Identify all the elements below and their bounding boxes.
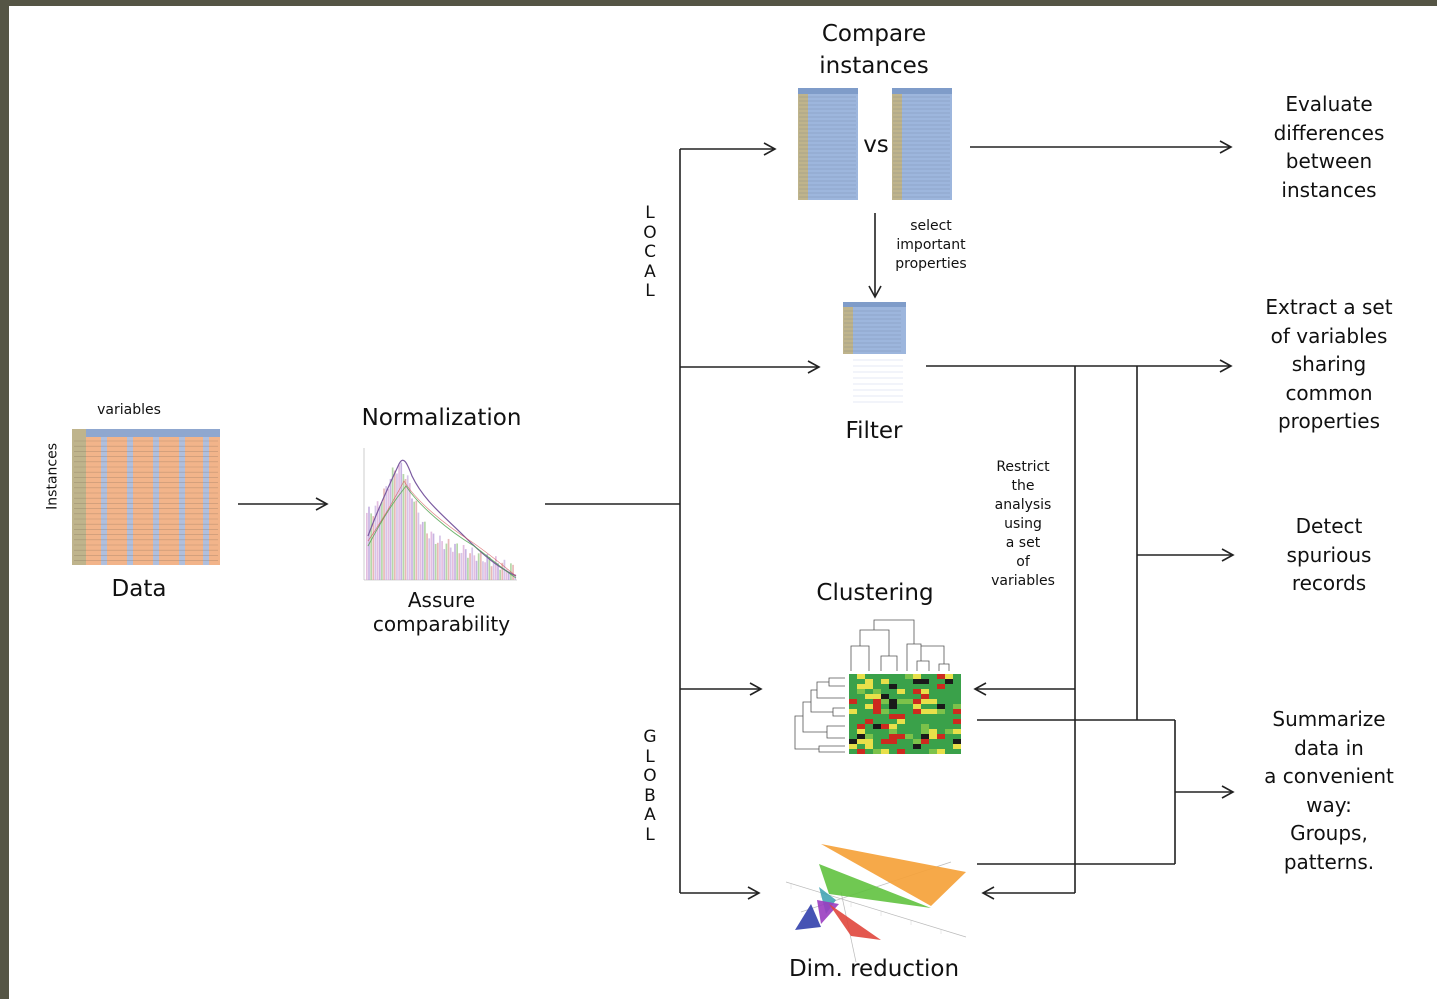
compare-title-line1: Compare [821, 21, 927, 47]
local-letter: O [643, 222, 657, 243]
restrict-note-line: using [1004, 516, 1042, 532]
outcome-summarize-line: Groups, [1290, 821, 1368, 845]
global-letter: B [644, 785, 656, 806]
plane-teal [819, 887, 836, 914]
connector-lines [238, 140, 1235, 900]
plane-blue [795, 904, 821, 930]
compare-title-line2: instances [819, 53, 929, 79]
outcome-summarize-line: patterns. [1283, 849, 1375, 874]
outcome-detect-line: Detect [1295, 514, 1363, 538]
outcome-evaluate: Evaluate differences between instances [1232, 90, 1426, 204]
clustering-heatmap [794, 619, 961, 754]
vs-label: vs [863, 132, 889, 158]
restrict-note-line: Restrict [996, 459, 1050, 475]
outcome-summarize-line: a convenient [1264, 764, 1394, 788]
global-label: G L O B A L [640, 727, 660, 845]
plane-green [819, 864, 931, 908]
clustering-title: Clustering [816, 580, 934, 606]
compare-table-left [798, 88, 858, 200]
filter-title: Filter [845, 418, 903, 444]
restrict-note: Restrict the analysis using a set of var… [973, 458, 1073, 591]
outcome-detect: Detect spurious records [1232, 512, 1426, 598]
restrict-note-line: of [1016, 554, 1030, 570]
instances-label: Instances [44, 442, 61, 510]
variables-label: variables [97, 402, 161, 418]
outcome-summarize: Summarize data in a convenient way: Grou… [1232, 705, 1426, 876]
outcome-evaluate-line: Evaluate [1285, 92, 1373, 116]
outcome-summarize-line: way: [1306, 792, 1352, 817]
local-letter: A [644, 261, 656, 282]
select-note-line1: select [910, 218, 952, 234]
data-table-thumbnail [72, 429, 220, 565]
global-letter: A [644, 805, 656, 825]
restrict-note-line: the [1011, 478, 1035, 494]
restrict-note-line: analysis [994, 497, 1052, 513]
plane-red [829, 904, 881, 940]
filter-table-thumbnail [843, 302, 906, 403]
outcome-extract-line: properties [1277, 409, 1381, 433]
normalization-caption-line2: comparability [372, 612, 511, 636]
local-letter: C [644, 242, 656, 262]
select-note-line3: properties [895, 256, 967, 272]
outcome-evaluate-line: between [1285, 149, 1373, 173]
local-letter: L [645, 203, 655, 223]
restrict-note-line: a set [1005, 535, 1041, 551]
data-title: Data [111, 576, 167, 602]
local-label: L O C A L [640, 203, 660, 302]
normalization-plot [363, 448, 517, 581]
outcome-extract-line: Extract a set [1265, 295, 1393, 319]
outcome-summarize-line: Summarize [1272, 707, 1386, 731]
restrict-note-line: variables [991, 573, 1055, 589]
global-letter: O [643, 766, 657, 786]
outcome-summarize-line: data in [1294, 735, 1364, 760]
outcome-evaluate-line: differences [1273, 120, 1385, 145]
plane-orange [821, 844, 966, 906]
outcome-extract-line: sharing [1291, 352, 1367, 376]
outcome-extract-line: common [1285, 380, 1373, 405]
plane-purple [817, 900, 839, 924]
global-letter: L [645, 746, 655, 767]
diagram-canvas: variables Instances Data Normalization A… [9, 6, 1437, 999]
outcome-extract: Extract a set of variables sharing commo… [1232, 293, 1426, 436]
outcome-detect-line: records [1291, 571, 1367, 595]
normalization-caption-line1: Assure [407, 588, 476, 612]
global-letter: G [643, 727, 657, 747]
local-letter: L [645, 281, 655, 301]
outcome-detect-line: spurious [1286, 542, 1372, 567]
normalization-title: Normalization [361, 405, 522, 431]
select-note-line2: important [896, 237, 966, 253]
global-letter: L [645, 824, 655, 845]
compare-table-right [892, 88, 952, 200]
dimred-plot [785, 844, 967, 963]
outcome-extract-line: of variables [1270, 323, 1388, 348]
outcome-evaluate-line: instances [1281, 177, 1377, 202]
dimred-title: Dim. reduction [788, 956, 960, 982]
